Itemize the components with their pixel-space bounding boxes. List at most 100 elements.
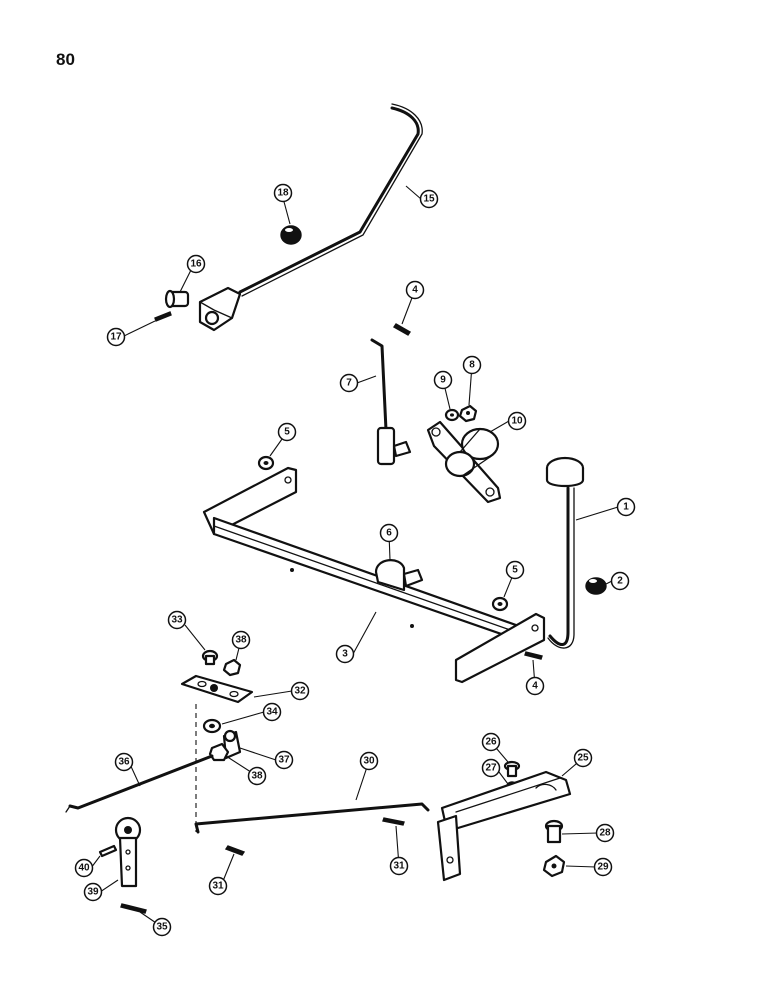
callout-33: 33 [167, 610, 187, 630]
callout-31-left: 31 [208, 876, 228, 896]
callout-36: 36 [114, 752, 134, 772]
callout-25: 25 [573, 748, 593, 768]
callout-3: 3 [335, 644, 355, 664]
svg-text:5: 5 [284, 427, 290, 438]
callout-8: 8 [462, 355, 482, 375]
svg-text:10: 10 [511, 416, 523, 427]
callout-39: 39 [83, 882, 103, 902]
svg-text:6: 6 [386, 528, 392, 539]
callout-27: 27 [481, 758, 501, 778]
rod-30 [194, 802, 430, 834]
callout-5-upper: 5 [277, 422, 297, 442]
nut-29 [542, 854, 566, 878]
page-number: 80 [56, 50, 75, 69]
cotter-pin-35 [120, 903, 147, 914]
svg-text:15: 15 [423, 194, 435, 205]
svg-text:38: 38 [235, 635, 247, 646]
washer-9 [444, 408, 460, 422]
callout-17: 17 [106, 327, 126, 347]
nut-38-lower [208, 742, 230, 762]
callout-32: 32 [290, 681, 310, 701]
svg-text:34: 34 [266, 707, 278, 718]
nut-38-upper [222, 658, 242, 677]
callout-31-right: 31 [389, 856, 409, 876]
callout-9: 9 [433, 370, 453, 390]
callout-26: 26 [481, 732, 501, 752]
cotter-pin-17 [154, 311, 172, 322]
svg-text:8: 8 [469, 360, 475, 371]
washer-5-upper [257, 455, 275, 471]
callout-2: 2 [610, 571, 630, 591]
callout-4-upper: 4 [405, 280, 425, 300]
clevis-pin-16 [164, 289, 190, 309]
svg-text:38: 38 [251, 771, 263, 782]
callout-34: 34 [262, 702, 282, 722]
svg-text:5: 5 [512, 565, 518, 576]
svg-text:3: 3 [342, 649, 348, 660]
callouts: 18 15 16 17 4 7 9 8 10 5 1 6 5 2 3 4 33 … [74, 183, 636, 937]
cotter-pin-4-upper [393, 323, 411, 336]
callout-40: 40 [74, 858, 94, 878]
svg-text:40: 40 [78, 863, 90, 874]
svg-text:30: 30 [363, 756, 375, 767]
cross-shaft-3 [202, 466, 546, 684]
svg-text:31: 31 [393, 861, 405, 872]
svg-text:7: 7 [346, 378, 352, 389]
grip-18 [280, 225, 302, 245]
svg-text:26: 26 [485, 737, 497, 748]
svg-text:29: 29 [597, 862, 609, 873]
callout-35: 35 [152, 917, 172, 937]
rod-36 [65, 754, 214, 813]
svg-text:32: 32 [294, 686, 306, 697]
clamp-6 [374, 559, 424, 592]
svg-text:33: 33 [171, 615, 183, 626]
cotter-pin-4-lower [524, 651, 543, 660]
bolt-33 [201, 649, 219, 666]
svg-text:25: 25 [577, 753, 589, 764]
washer-5-lower [491, 596, 509, 612]
nut-8 [458, 404, 478, 423]
callout-38-upper: 38 [231, 630, 251, 650]
washer-34 [202, 718, 222, 734]
pedal-pad-2 [585, 577, 607, 595]
svg-text:31: 31 [212, 881, 224, 892]
svg-text:37: 37 [278, 755, 290, 766]
callout-6: 6 [379, 523, 399, 543]
svg-text:4: 4 [412, 285, 418, 296]
bolt-26 [503, 760, 521, 778]
svg-text:39: 39 [87, 887, 99, 898]
control-rod-15 [198, 103, 423, 332]
callout-16: 16 [186, 254, 206, 274]
svg-text:36: 36 [118, 757, 130, 768]
callout-30: 30 [359, 751, 379, 771]
svg-text:9: 9 [440, 375, 446, 386]
callout-10: 10 [507, 411, 527, 431]
callout-1: 1 [616, 497, 636, 517]
svg-text:17: 17 [110, 332, 122, 343]
callout-5-lower: 5 [505, 560, 525, 580]
pedal-rod-1 [545, 456, 585, 649]
bracket-10 [426, 420, 502, 504]
cap-screw-28 [544, 819, 564, 844]
rod-7 [370, 338, 412, 466]
svg-text:2: 2 [617, 576, 623, 587]
callout-7: 7 [339, 373, 359, 393]
callout-37: 37 [274, 750, 294, 770]
callout-4-lower: 4 [525, 676, 545, 696]
svg-text:1: 1 [623, 502, 629, 513]
callout-15: 15 [419, 189, 439, 209]
callout-28: 28 [595, 823, 615, 843]
svg-text:16: 16 [190, 259, 202, 270]
svg-text:18: 18 [277, 188, 289, 199]
plate-32 [180, 674, 254, 704]
cotter-pin-31-left [224, 845, 246, 856]
pin-40 [98, 844, 118, 858]
callout-18: 18 [273, 183, 293, 203]
svg-text:35: 35 [156, 922, 168, 933]
callout-29: 29 [593, 857, 613, 877]
svg-text:28: 28 [599, 828, 611, 839]
cotter-pin-31-right [382, 817, 405, 826]
svg-text:4: 4 [532, 681, 538, 692]
bellcrank-25 [436, 770, 572, 882]
